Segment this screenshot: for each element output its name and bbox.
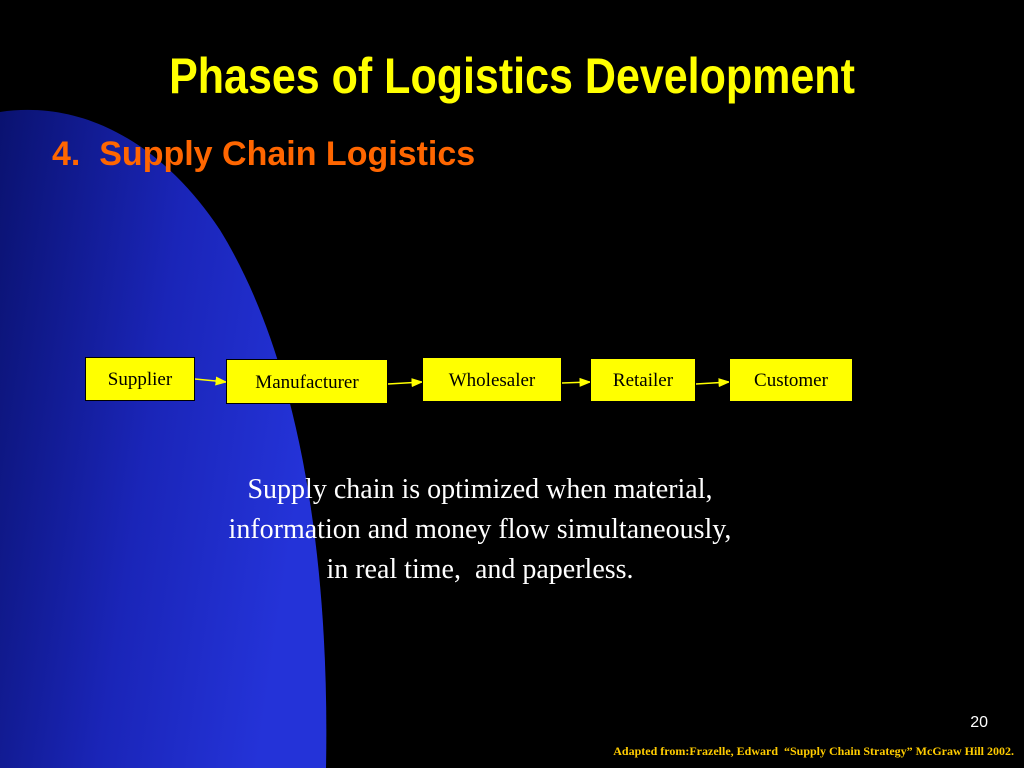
node-customer: Customer bbox=[729, 358, 853, 402]
arrow-manufacturer-wholesaler bbox=[387, 378, 424, 388]
body-line: information and money flow simultaneousl… bbox=[228, 514, 732, 545]
slide-title: Phases of Logistics Development bbox=[169, 48, 855, 104]
arrow-wholesaler-retailer bbox=[561, 377, 592, 387]
node-retailer: Retailer bbox=[590, 358, 696, 402]
body-line: Supply chain is optimized when material, bbox=[247, 474, 713, 505]
slide-subtitle: 4. Supply Chain Logistics bbox=[52, 135, 476, 173]
body-text: Supply chain is optimized when material,… bbox=[150, 470, 810, 590]
body-line: in real time, and paperless. bbox=[326, 554, 634, 585]
arrow-retailer-customer bbox=[695, 378, 731, 388]
page-number: 20 bbox=[970, 714, 988, 731]
arrow-supplier-manufacturer bbox=[194, 376, 228, 386]
node-supplier: Supplier bbox=[85, 357, 195, 401]
node-manufacturer: Manufacturer bbox=[226, 359, 388, 404]
source-credit: Adapted from:Frazelle, Edward “Supply Ch… bbox=[613, 744, 1014, 758]
node-wholesaler: Wholesaler bbox=[422, 357, 562, 402]
